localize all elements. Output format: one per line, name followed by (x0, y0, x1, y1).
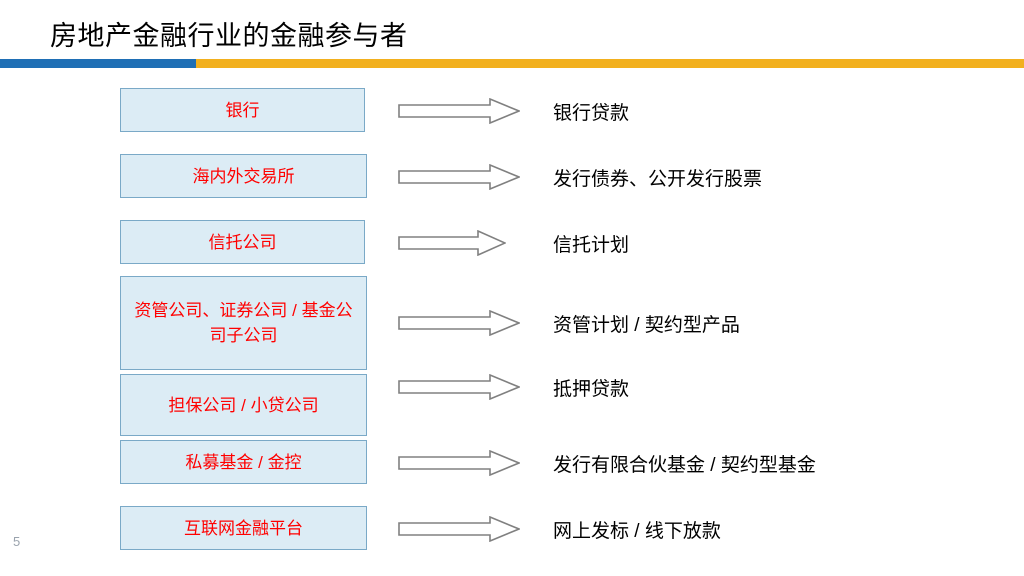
arrow-right-icon (398, 97, 522, 129)
participant-label: 网上发标 / 线下放款 (553, 521, 721, 542)
participant-label: 信托计划 (553, 235, 630, 256)
participant-label: 抵押贷款 (553, 379, 630, 400)
title-divider (0, 59, 1024, 68)
arrow-right-icon (398, 515, 522, 547)
participant-label: 发行有限合伙基金 / 契约型基金 (553, 455, 816, 476)
page-title: 房地产金融行业的金融参与者 (50, 21, 408, 51)
participant-label: 银行贷款 (553, 103, 630, 124)
arrow-right-icon (398, 229, 507, 261)
arrow-right-icon (398, 163, 522, 195)
arrow-right-icon (398, 373, 522, 405)
participant-box[interactable]: 担保公司 / 小贷公司 (120, 374, 367, 436)
page-number: 5 (13, 534, 21, 549)
participant-box[interactable]: 银行 (120, 88, 365, 132)
participant-box[interactable]: 资管公司、证券公司 / 基金公司子公司 (120, 276, 367, 370)
participant-label: 发行债券、公开发行股票 (553, 169, 763, 190)
divider-segment-blue (0, 59, 196, 68)
arrow-right-icon (398, 309, 522, 341)
participant-box[interactable]: 信托公司 (120, 220, 365, 264)
arrow-right-icon (398, 449, 522, 481)
participant-box[interactable]: 海内外交易所 (120, 154, 367, 198)
participant-box[interactable]: 私募基金 / 金控 (120, 440, 367, 484)
divider-segment-yellow (196, 59, 1024, 68)
participant-box[interactable]: 互联网金融平台 (120, 506, 367, 550)
participant-label: 资管计划 / 契约型产品 (553, 315, 740, 336)
